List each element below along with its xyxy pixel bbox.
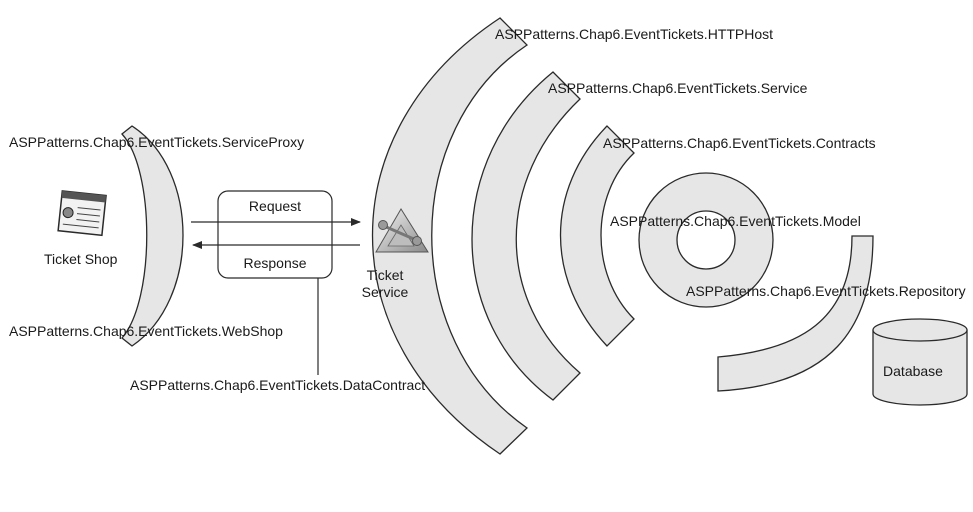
database-label: Database	[883, 363, 943, 379]
model-ring	[638, 172, 774, 308]
repository-label: ASPPatterns.Chap6.EventTickets.Repositor…	[686, 283, 966, 299]
serviceproxy-label: ASPPatterns.Chap6.EventTickets.ServicePr…	[9, 134, 304, 150]
service-endpoint-icon	[375, 208, 429, 253]
ticket-shop-label: Ticket Shop	[44, 251, 118, 267]
contracts-label: ASPPatterns.Chap6.EventTickets.Contracts	[603, 135, 876, 151]
ticket-service-label-line2: Service	[362, 284, 409, 300]
model-label: ASPPatterns.Chap6.EventTickets.Model	[610, 213, 861, 229]
contracts-band	[560, 125, 635, 347]
database-cylinder-icon	[872, 318, 968, 406]
browser-window-icon	[57, 190, 107, 237]
httphost-label: ASPPatterns.Chap6.EventTickets.HTTPHost	[495, 26, 773, 42]
response-label: Response	[243, 255, 306, 271]
ticket-service-label-line1: Ticket	[367, 267, 404, 283]
service-band	[471, 71, 581, 401]
message-box	[217, 190, 333, 279]
webshop-label: ASPPatterns.Chap6.EventTickets.WebShop	[9, 323, 283, 339]
repository-band	[717, 235, 874, 392]
httphost-band	[372, 17, 529, 455]
datacontract-label: ASPPatterns.Chap6.EventTickets.DataContr…	[130, 377, 425, 393]
service-label: ASPPatterns.Chap6.EventTickets.Service	[548, 80, 808, 96]
request-label: Request	[249, 198, 301, 214]
webshop-band	[121, 125, 184, 347]
